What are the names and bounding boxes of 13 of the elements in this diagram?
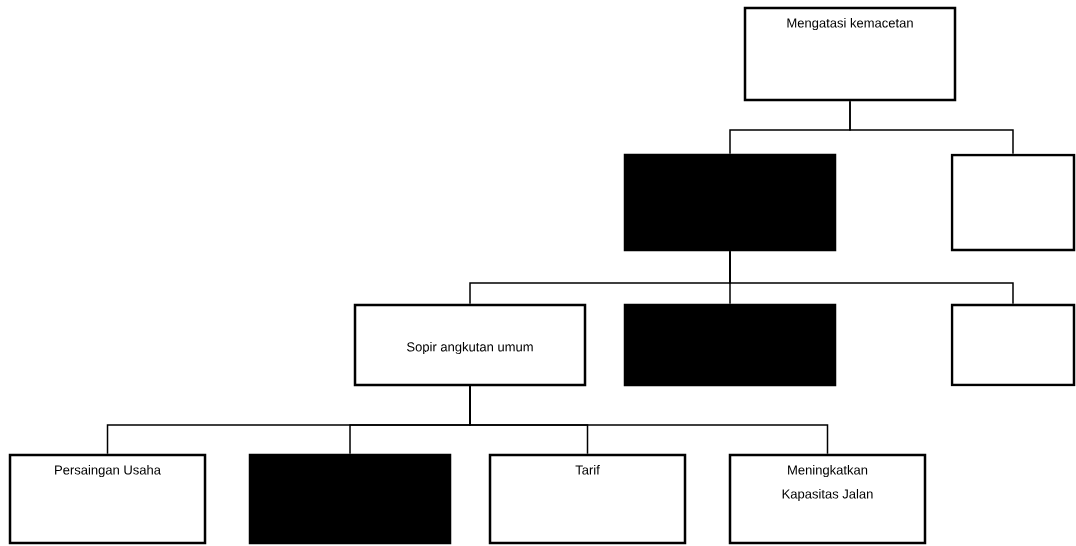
empty-box [950, 303, 1076, 387]
text-box: Persaingan Usaha [8, 453, 207, 545]
text-box: Meningkatkan Kapasitas Jalan [728, 453, 927, 545]
dark-box [623, 303, 837, 387]
empty-box [950, 153, 1076, 252]
connector-line [729, 250, 1014, 305]
connector-line [849, 100, 1014, 155]
text-box: Mengatasi kemacetan [743, 6, 957, 102]
dark-box [248, 453, 452, 545]
text-box: Sopir angkutan umum [353, 303, 587, 387]
text-box: Tarif [488, 453, 687, 545]
dark-box [623, 153, 837, 252]
connector-line [469, 385, 829, 455]
